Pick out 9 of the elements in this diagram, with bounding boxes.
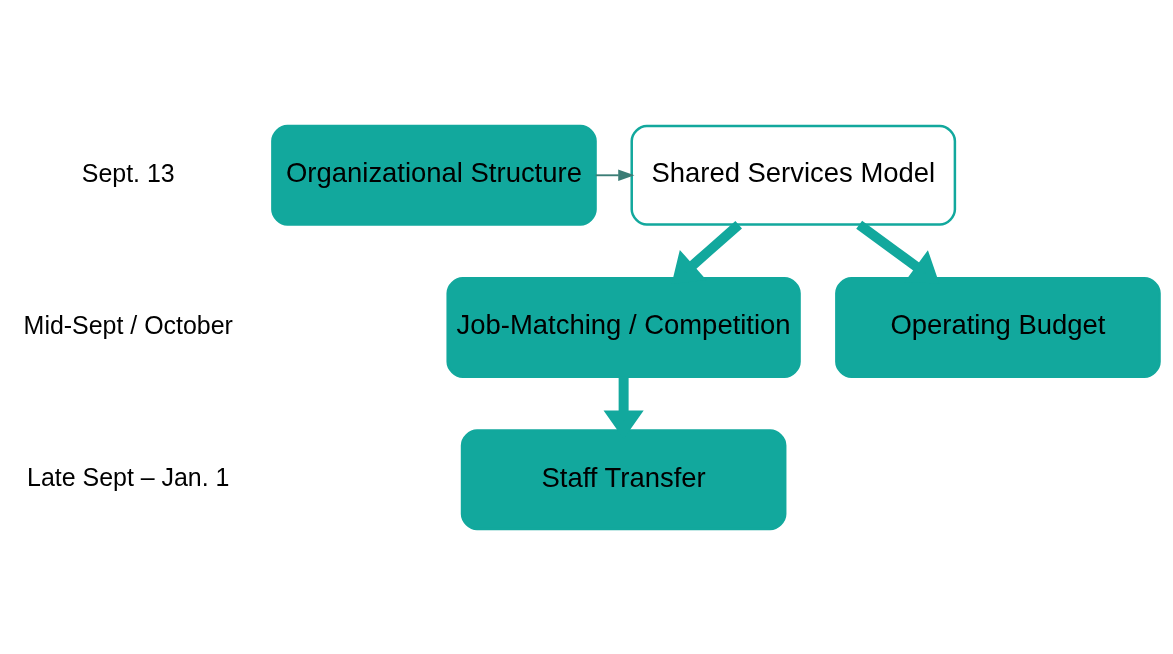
node-box: Job-Matching / Competition xyxy=(446,276,801,378)
label: Mid-Sept / October xyxy=(23,310,233,339)
node-box: Shared Services Model xyxy=(630,124,957,226)
node-box: Organizational Structure xyxy=(271,124,597,226)
node-box: Staff Transfer xyxy=(460,428,787,530)
label: Late Sept – Jan. 1 xyxy=(27,462,230,491)
arrow xyxy=(594,169,635,181)
node-box: Operating Budget xyxy=(835,276,1161,378)
label: Sept. 13 xyxy=(81,158,175,187)
